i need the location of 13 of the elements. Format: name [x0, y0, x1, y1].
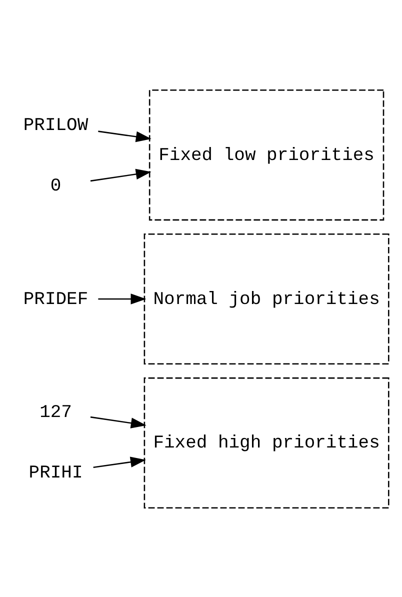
node-box: Fixed low priorities	[148, 89, 384, 220]
arrow	[93, 456, 146, 468]
arrow	[90, 168, 152, 182]
arrow	[98, 130, 152, 142]
node-text: 0	[50, 176, 62, 196]
node-box: Normal job priorities	[144, 232, 390, 364]
arrow	[90, 416, 146, 428]
node-text: PRIHI	[28, 462, 83, 483]
node-text: PRIDEF	[23, 289, 88, 310]
node-text: 127	[40, 402, 72, 422]
arrow	[98, 293, 146, 304]
node-text: PRILOW	[23, 116, 88, 136]
node-box: Fixed high priorities	[144, 376, 390, 508]
